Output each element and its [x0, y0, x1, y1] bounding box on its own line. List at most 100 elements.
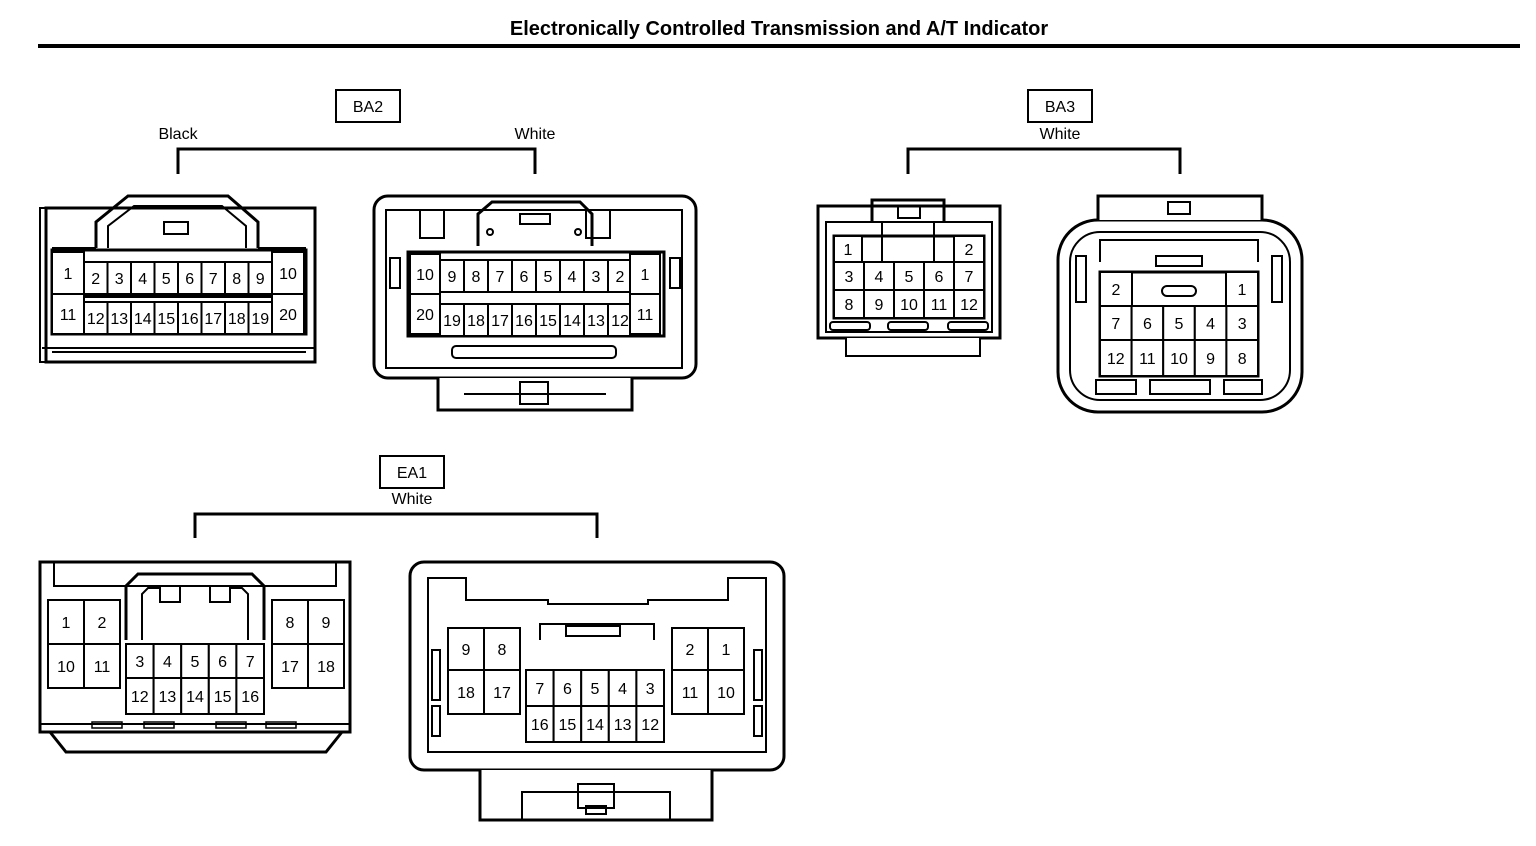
pin-ba3-right-10: 10 [1162, 339, 1196, 377]
pin-ea1-right-15: 15 [552, 705, 583, 743]
pin-ba2-black-3: 3 [106, 261, 132, 295]
pin-label: 1 [722, 642, 731, 659]
pin-label: 11 [1139, 351, 1156, 368]
pin-label: 18 [457, 685, 475, 702]
pin-ea1-left-14: 14 [180, 677, 210, 715]
pin-label: 5 [1175, 316, 1184, 333]
ea1-label: EA1 [397, 465, 427, 482]
pin-label: 3 [1238, 316, 1247, 333]
pin-label: 16 [181, 311, 199, 328]
pin-ba2-white-14: 14 [559, 303, 585, 337]
pin-label: 9 [256, 271, 265, 288]
pin-ba3-left-8: 8 [833, 289, 865, 319]
pin-label: 5 [905, 269, 914, 286]
pin-label: 7 [1111, 316, 1120, 333]
pin-ba2-white-1: 1 [629, 253, 661, 295]
pin-ba3-right-4: 4 [1193, 305, 1228, 341]
pin-label: 4 [875, 269, 884, 286]
pin-ba2-black-18: 18 [224, 301, 250, 335]
pin-ba2-black-8: 8 [224, 261, 250, 295]
pin-ba2-white-12: 12 [607, 303, 633, 337]
pin-label: 19 [443, 313, 461, 330]
pin-label: 2 [91, 271, 100, 288]
pin-ba2-black-16: 16 [177, 301, 203, 335]
pin-ea1-left-18: 18 [307, 643, 345, 689]
pin-ea1-right-5: 5 [580, 669, 610, 707]
pin-label: 18 [467, 313, 485, 330]
pin-label: 20 [279, 307, 297, 324]
pin-label: 15 [214, 689, 232, 706]
pin-label: 4 [568, 269, 577, 286]
pin-label: 1 [1238, 282, 1247, 299]
pin-label: 2 [965, 242, 974, 259]
pin-label: 7 [496, 269, 505, 286]
pin-ba3-right-12: 12 [1099, 339, 1133, 377]
pin-label: 6 [935, 269, 944, 286]
pin-label: 7 [209, 271, 218, 288]
pin-ea1-right-16: 16 [525, 705, 555, 743]
pin-ba2-white-9: 9 [439, 259, 465, 293]
pin-label: 4 [163, 654, 172, 671]
pin-ba3-right-5: 5 [1162, 305, 1196, 341]
pin-label: 12 [641, 717, 659, 734]
pin-ba2-white-18: 18 [463, 303, 489, 337]
pin-ea1-left-11: 11 [83, 643, 121, 689]
pin-ba2-black-19: 19 [247, 301, 273, 335]
pin-label: 9 [462, 642, 471, 659]
pin-label: 15 [559, 717, 577, 734]
pin-label: 14 [134, 311, 152, 328]
pin-label: 16 [515, 313, 533, 330]
pin-ea1-right-3: 3 [635, 669, 666, 707]
pin-ba3-left-9: 9 [863, 289, 895, 319]
pin-label: 11 [637, 307, 654, 324]
ba3-label-box [1027, 89, 1093, 123]
pin-label: 4 [138, 271, 147, 288]
pin-label: 18 [228, 311, 246, 328]
pin-ba3-left-5: 5 [893, 261, 925, 291]
pin-ba2-white-7: 7 [487, 259, 513, 293]
pin-ba3-left-2: 2 [953, 235, 985, 263]
pin-ea1-left-1: 1 [47, 599, 85, 645]
ea1-color-label: White [392, 491, 433, 508]
pin-label: 10 [279, 266, 297, 283]
pin-label: 8 [472, 269, 481, 286]
pin-label: 10 [57, 659, 75, 676]
pin-label: 12 [87, 311, 105, 328]
pin-label: 14 [586, 717, 604, 734]
pin-label: 3 [845, 269, 854, 286]
pin-label: 6 [520, 269, 529, 286]
pin-ba2-black-20: 20 [271, 293, 305, 335]
pin-ba3-right-7: 7 [1099, 305, 1133, 341]
pin-ba2-white-19: 19 [439, 303, 465, 337]
pin-label: 6 [563, 681, 572, 698]
ba3-label: BA3 [1045, 99, 1075, 116]
pin-ea1-right-6: 6 [552, 669, 583, 707]
pin-ba2-white-5: 5 [535, 259, 561, 293]
pin-ba2-black-4: 4 [130, 261, 156, 295]
pin-label: 1 [641, 267, 650, 284]
pin-ba2-white-17: 17 [487, 303, 513, 337]
pin-label: 17 [204, 311, 222, 328]
pin-label: 11 [931, 297, 948, 314]
pin-ea1-right-13: 13 [607, 705, 638, 743]
pin-label: 12 [611, 313, 629, 330]
pin-ba3-right-1: 1 [1225, 271, 1259, 307]
pin-ba3-left-3: 3 [833, 261, 865, 291]
pin-label: 3 [115, 271, 124, 288]
pin-label: 18 [317, 659, 335, 676]
pin-ea1-left-12: 12 [125, 677, 155, 715]
pin-ba3-right-8: 8 [1225, 339, 1260, 377]
pin-label: 9 [1206, 351, 1215, 368]
pin-label: 5 [162, 271, 171, 288]
pin-ea1-left-17: 17 [271, 643, 309, 689]
pin-ba2-black-13: 13 [106, 301, 132, 335]
pin-label: 6 [1143, 316, 1152, 333]
pin-ea1-right-12: 12 [635, 705, 666, 743]
pin-ba3-left-1: 1 [833, 235, 863, 263]
pin-ba2-black-1: 1 [51, 251, 85, 295]
pin-ea1-left-3: 3 [125, 643, 155, 679]
pin-ba2-white-16: 16 [511, 303, 537, 337]
pin-ba2-black-7: 7 [200, 261, 226, 295]
ea1-label-box [379, 455, 445, 489]
